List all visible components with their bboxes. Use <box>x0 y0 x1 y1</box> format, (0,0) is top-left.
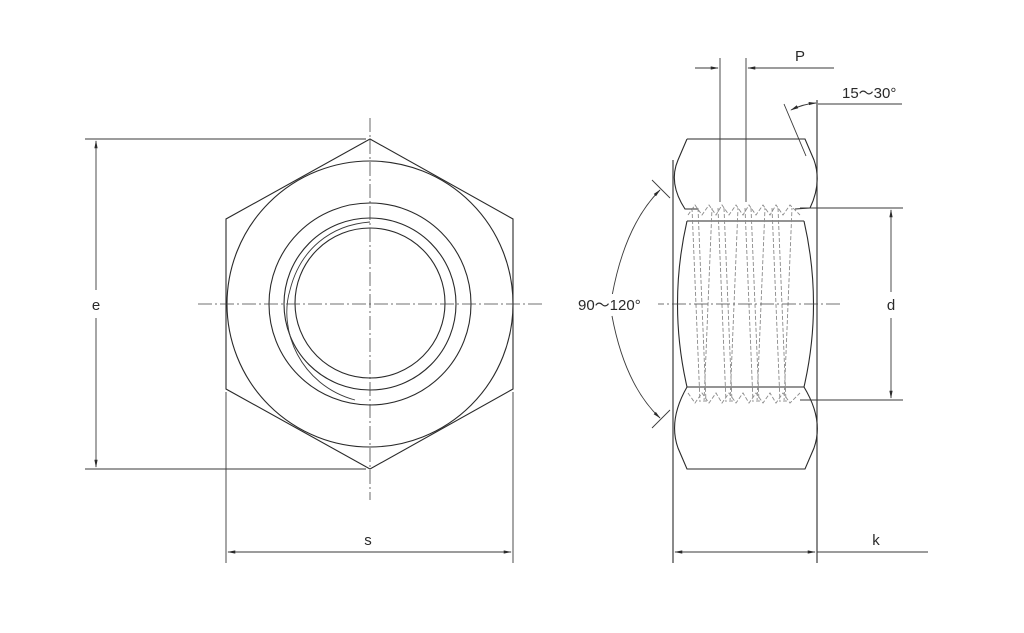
dimension-s: s <box>225 392 514 563</box>
dimension-e: e <box>85 138 366 470</box>
top-chamfer-right <box>687 138 818 210</box>
countersink-angle-annotation: 90～120° <box>578 179 671 429</box>
dimension-d-label: d <box>887 297 895 314</box>
dimension-p: P <box>695 48 834 202</box>
hexagon-outline <box>225 138 514 470</box>
dimension-d: d <box>800 207 903 401</box>
top-chamfer-left <box>673 138 698 210</box>
thread-spiral <box>286 221 371 401</box>
hidden-thread-lines <box>687 204 801 404</box>
bottom-cap <box>674 386 818 470</box>
chamfer-angle-label: 15～30° <box>842 85 896 102</box>
dimension-k: k <box>674 532 928 554</box>
dimension-e-label: e <box>92 297 100 314</box>
front-view: e s <box>85 118 545 563</box>
chamfer-angle-annotation: 15～30° <box>783 85 902 157</box>
dimension-p-label: P <box>795 48 805 65</box>
dimension-s-label: s <box>364 532 372 549</box>
dimension-k-label: k <box>872 532 880 549</box>
countersink-angle-label: 90～120° <box>578 297 641 314</box>
side-view: P 15～30° 90～120° d <box>578 48 928 563</box>
